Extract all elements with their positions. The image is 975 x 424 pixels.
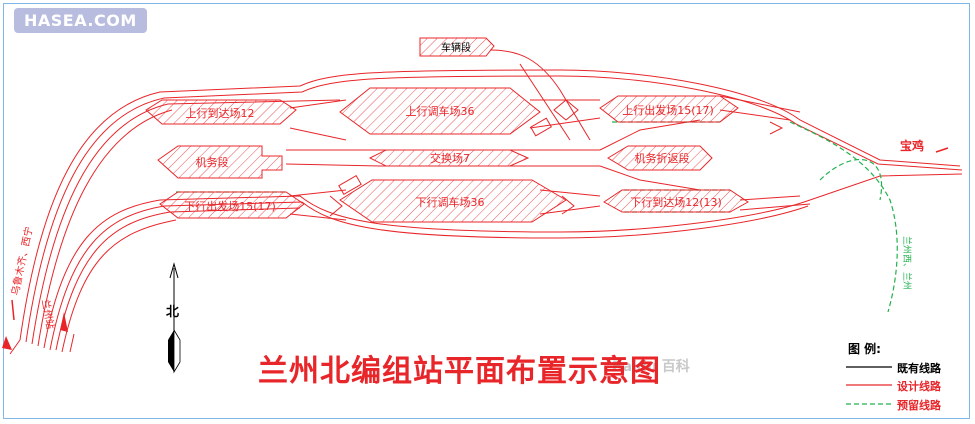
label-car-depot: 车辆段 [441, 41, 471, 54]
label-turnaround: 机务折返段 [635, 151, 690, 165]
frame-border [3, 3, 970, 419]
yard-up-arrival [145, 99, 297, 125]
direction-west: 乌鲁木齐、西宁 [8, 225, 35, 296]
baidu-watermark: Baidu 百科 [612, 359, 690, 375]
yard-turnaround [607, 145, 713, 171]
west-exit-arrow-icon [2, 336, 12, 350]
legend-existing: 既有线路 [897, 362, 941, 375]
direction-labels: 宝鸡 乌鲁木齐、西宁 兰州站 兰州西、兰州 [2, 138, 949, 350]
watermark-logo: HASEA.COM [14, 8, 147, 33]
north-arrow: 北 [166, 262, 181, 374]
yard-down-hump [339, 179, 567, 223]
southwest-arrow-icon [60, 312, 68, 332]
legend-design: 设计线路 [897, 380, 941, 393]
west-arrow-icon [11, 299, 15, 321]
label-down-arrival: 下行到达场12(13) [630, 195, 722, 209]
label-depot: 机务段 [196, 155, 229, 169]
label-down-departure: 下行出发场15(17) [184, 199, 276, 213]
yard-up-departure [599, 95, 739, 123]
yard-up-hump [339, 87, 541, 135]
legend-lines [846, 366, 892, 405]
yard-exchange [368, 149, 530, 167]
yard-down-departure [159, 191, 305, 219]
direction-south: 兰州西、兰州 [901, 236, 913, 290]
yard-labels: 上行到达场12 上行调车场36 上行出发场15(17) 机务段 交换场7 机务折… [184, 41, 722, 213]
track-lines [9, 49, 963, 355]
east-arrow-icon [935, 147, 949, 153]
yards [145, 37, 749, 223]
yard-car-depot [419, 37, 495, 57]
yard-depot [157, 145, 283, 179]
legend-reserved: 预留线路 [897, 399, 941, 412]
switch-markers [329, 99, 784, 217]
diagram-title: 兰州北编组站平面布置示意图 [258, 354, 661, 389]
label-down-hump: 下行调车场36 [416, 195, 485, 209]
north-label: 北 [166, 305, 179, 320]
label-up-hump: 上行调车场36 [406, 104, 475, 118]
direction-east: 宝鸡 [900, 138, 924, 153]
label-up-departure: 上行出发场15(17) [622, 103, 714, 117]
legend-title: 图 例: [848, 342, 881, 356]
label-up-arrival: 上行到达场12 [186, 106, 255, 120]
yard-down-arrival [603, 189, 749, 213]
label-exchange: 交换场7 [430, 151, 470, 165]
